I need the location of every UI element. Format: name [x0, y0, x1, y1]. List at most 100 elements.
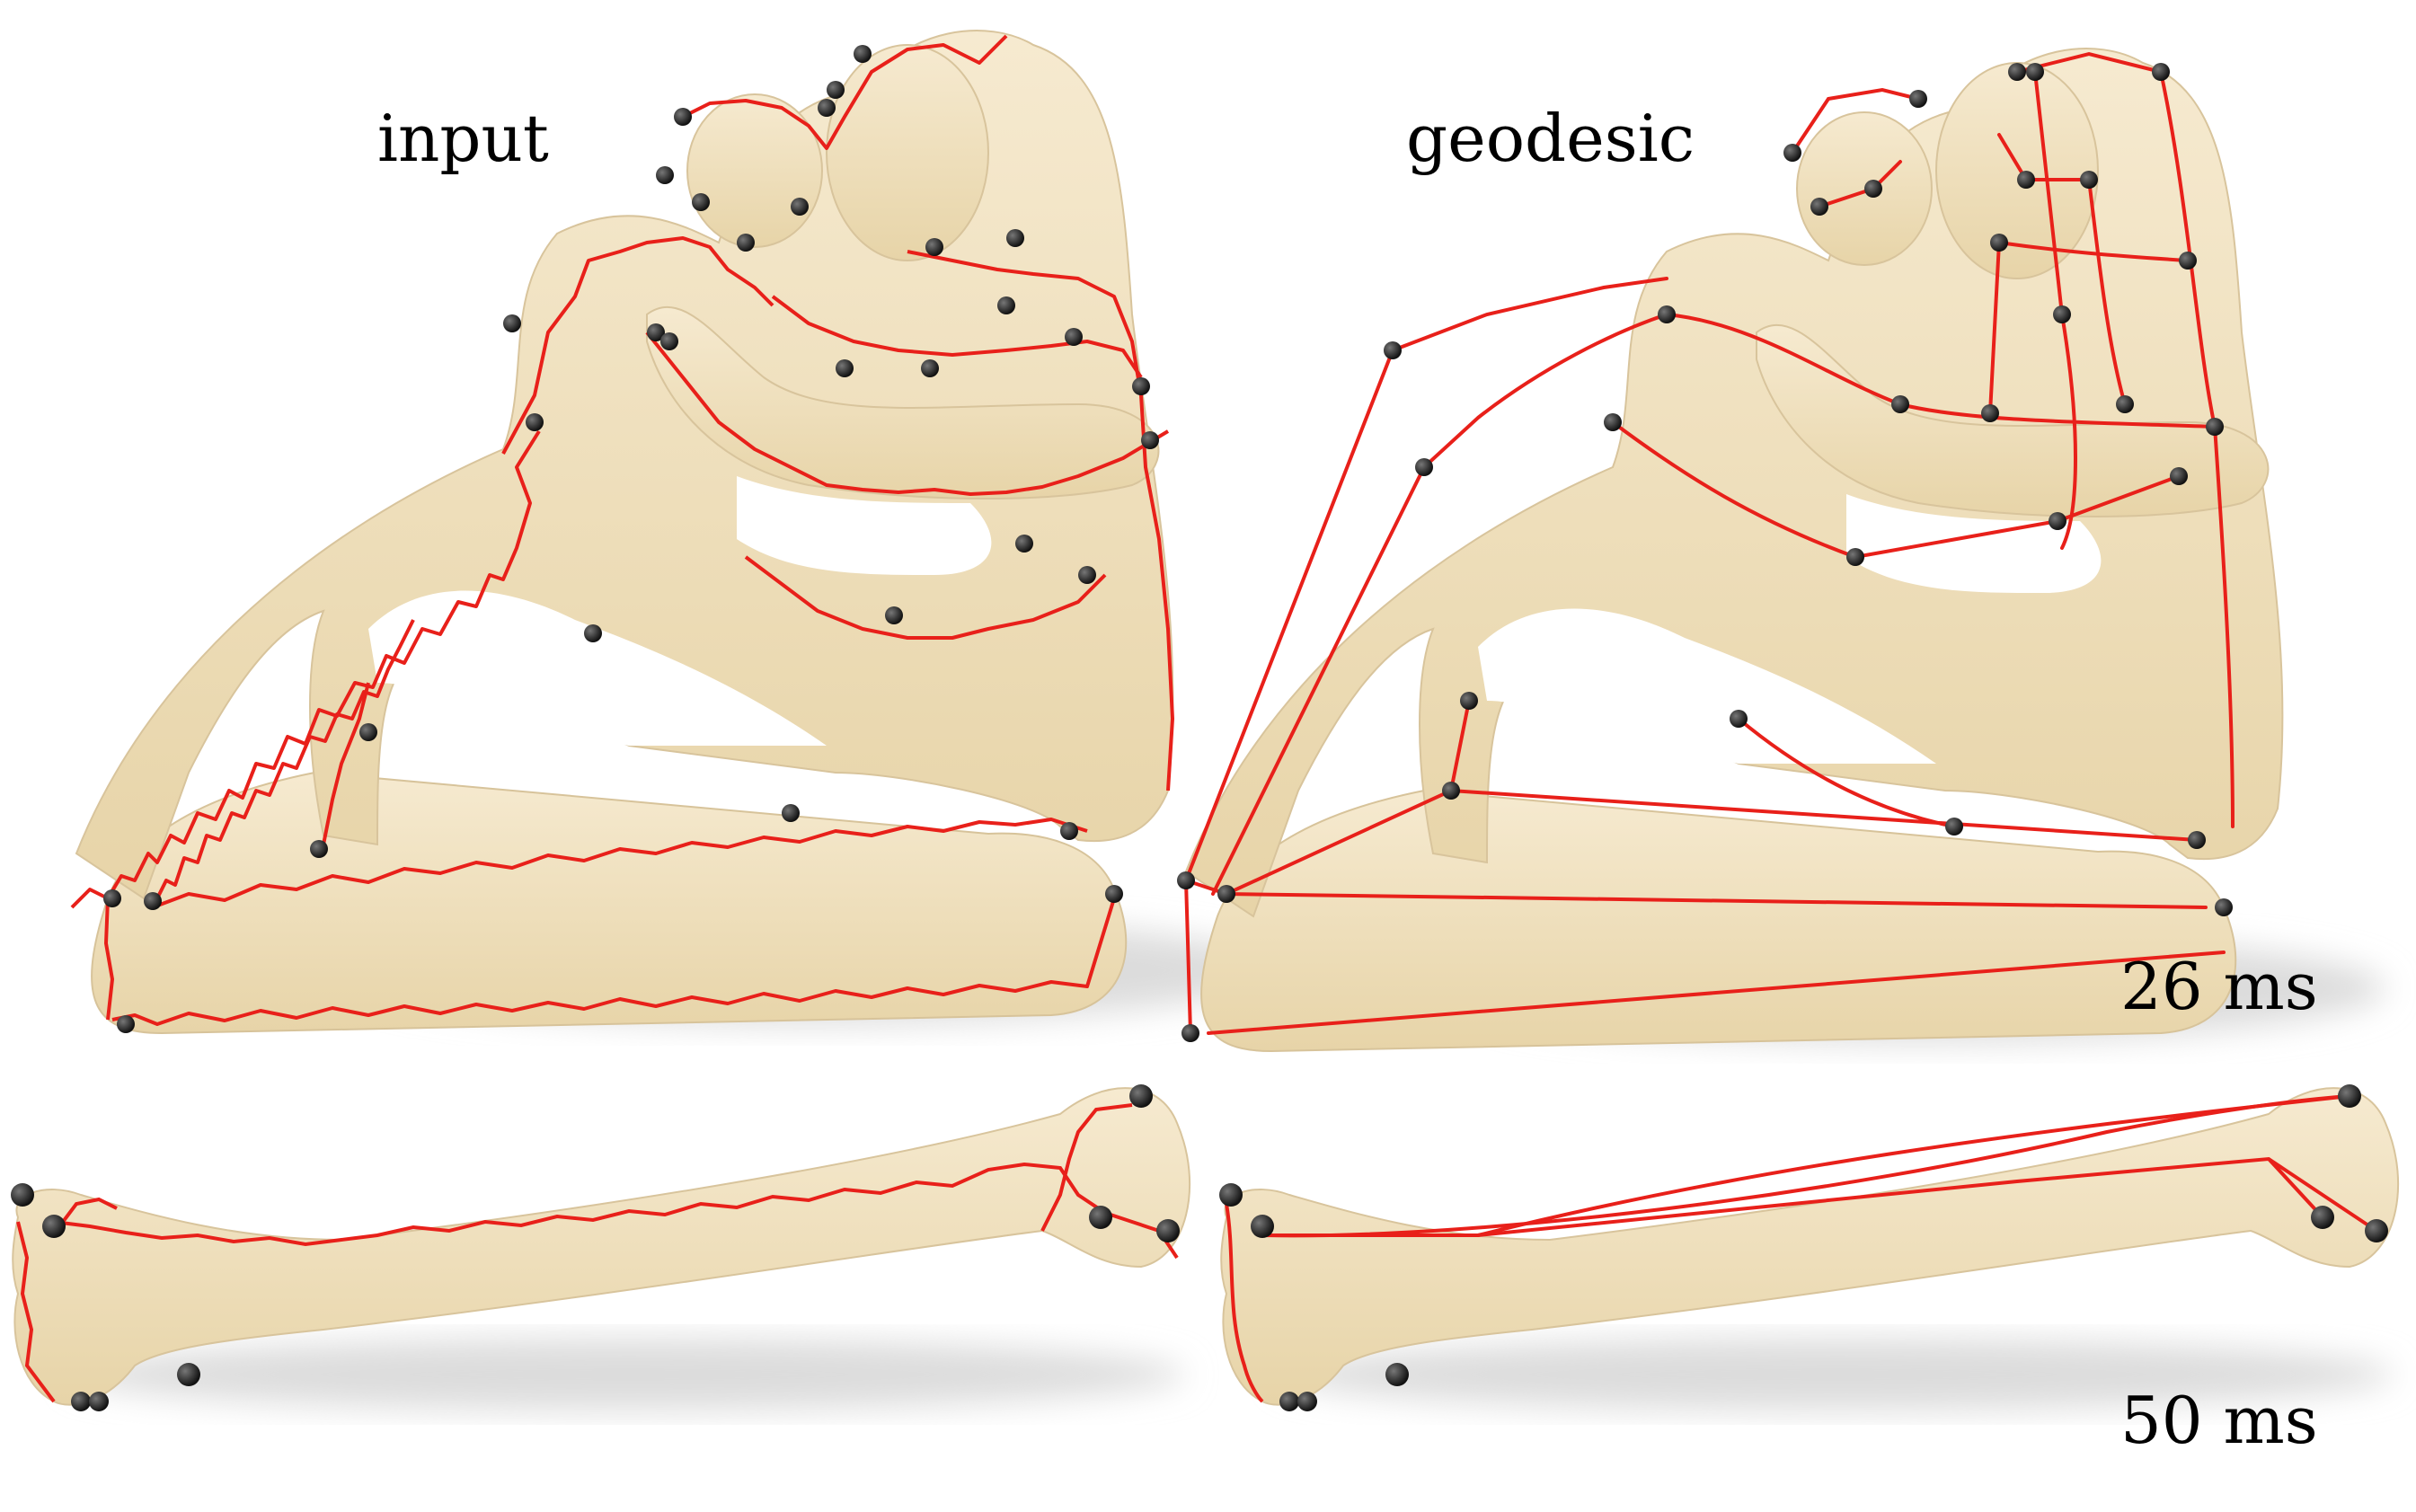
vertex	[1217, 885, 1235, 903]
vertex	[1060, 822, 1078, 840]
vertex	[11, 1183, 34, 1207]
vertex	[177, 1363, 200, 1386]
vertex	[737, 234, 755, 252]
vertex	[2080, 171, 2098, 189]
vertex	[359, 723, 377, 741]
vertex	[1015, 535, 1033, 553]
vertex	[2008, 63, 2026, 81]
vertex	[1945, 818, 1963, 836]
vertex	[2026, 63, 2044, 81]
vertex	[2338, 1084, 2361, 1108]
vertex	[1181, 1024, 1199, 1042]
vertex	[1089, 1206, 1112, 1229]
vertex	[997, 296, 1015, 314]
input-vertices	[103, 45, 1159, 1033]
sculpture-head-small	[686, 93, 823, 248]
vertex	[584, 624, 602, 642]
timing-label-row1: 26 ms	[2120, 949, 2318, 1024]
label-geodesic: geodesic	[1406, 101, 1695, 176]
bone-input-vertices	[11, 1084, 1180, 1411]
sculpture-input-panel	[70, 30, 1276, 1035]
bone-geodesic-curves	[1225, 1094, 2378, 1403]
bone-input-curves	[16, 1103, 1179, 1403]
vertex	[1460, 692, 1478, 710]
vertex	[1990, 234, 2008, 252]
sculpture-arm	[646, 306, 1160, 500]
vertex	[2116, 395, 2134, 413]
vertex	[1891, 395, 1909, 413]
vertex	[1251, 1215, 1274, 1238]
input-curves	[70, 34, 1174, 1026]
vertex	[854, 45, 872, 63]
vertex	[836, 359, 854, 377]
vertex	[1783, 144, 1801, 162]
sculpture-hole	[368, 590, 827, 746]
shadow	[72, 1339, 1186, 1410]
sculpture-geodesic-panel	[1177, 48, 2385, 1053]
vertex	[1981, 404, 1999, 422]
vertex	[2188, 831, 2206, 849]
vertex	[647, 323, 665, 341]
vertex	[818, 99, 836, 117]
vertex	[1442, 782, 1460, 800]
bone-input-panel	[11, 1084, 1191, 1411]
vertex	[526, 413, 544, 431]
vertex	[144, 892, 162, 910]
vertex	[660, 332, 678, 350]
vertex	[2206, 418, 2224, 436]
vertex	[2152, 63, 2170, 81]
timing-label-row2: 50 ms	[2120, 1383, 2318, 1458]
vertex	[1279, 1392, 1299, 1411]
sculpture-base	[1200, 789, 2237, 1053]
sculpture-arm-hole	[737, 476, 992, 575]
vertex	[925, 238, 943, 256]
vertex	[1730, 710, 1748, 728]
vertex	[921, 359, 939, 377]
vertex	[42, 1215, 66, 1238]
vertex	[1006, 229, 1024, 247]
vertex	[71, 1392, 91, 1411]
vertex	[692, 193, 710, 211]
vertex	[885, 606, 903, 624]
vertex	[1129, 1084, 1153, 1108]
vertex	[1658, 305, 1676, 323]
vertex	[503, 314, 521, 332]
vertex	[1297, 1392, 1317, 1411]
vertex	[1156, 1219, 1180, 1242]
vertex	[1604, 413, 1622, 431]
vertex	[89, 1392, 109, 1411]
geodesic-curves	[1184, 51, 2235, 1035]
vertex	[1078, 566, 1096, 584]
vertex	[1384, 341, 1402, 359]
vertex	[791, 198, 809, 216]
vertex	[2311, 1206, 2334, 1229]
vertex	[103, 889, 121, 907]
geodesic-vertices	[1177, 63, 2233, 1042]
vertex	[1065, 328, 1083, 346]
vertex	[117, 1015, 135, 1033]
vertex	[1177, 871, 1195, 889]
vertex	[1132, 377, 1150, 395]
vertex	[2365, 1219, 2388, 1242]
vertex	[2053, 305, 2071, 323]
vertex	[310, 840, 328, 858]
vertex	[1846, 548, 1864, 566]
sculpture-arm	[1756, 324, 2270, 517]
vertex	[2017, 171, 2035, 189]
vertex	[782, 804, 800, 822]
vertex	[1141, 431, 1159, 449]
vertex	[1415, 458, 1433, 476]
vertex	[827, 81, 845, 99]
bone-geodesic-panel	[1219, 1084, 2400, 1411]
sculpture-arm-hole	[1846, 494, 2102, 593]
vertex	[656, 166, 674, 184]
vertex	[1219, 1183, 1243, 1207]
vertex	[674, 108, 692, 126]
sculpture-head-large	[826, 44, 989, 261]
vertex	[1810, 198, 1828, 216]
bone-geodesic-vertices	[1219, 1084, 2388, 1411]
vertex	[2179, 252, 2197, 270]
vertex	[2170, 467, 2188, 485]
vertex	[1864, 180, 1882, 198]
